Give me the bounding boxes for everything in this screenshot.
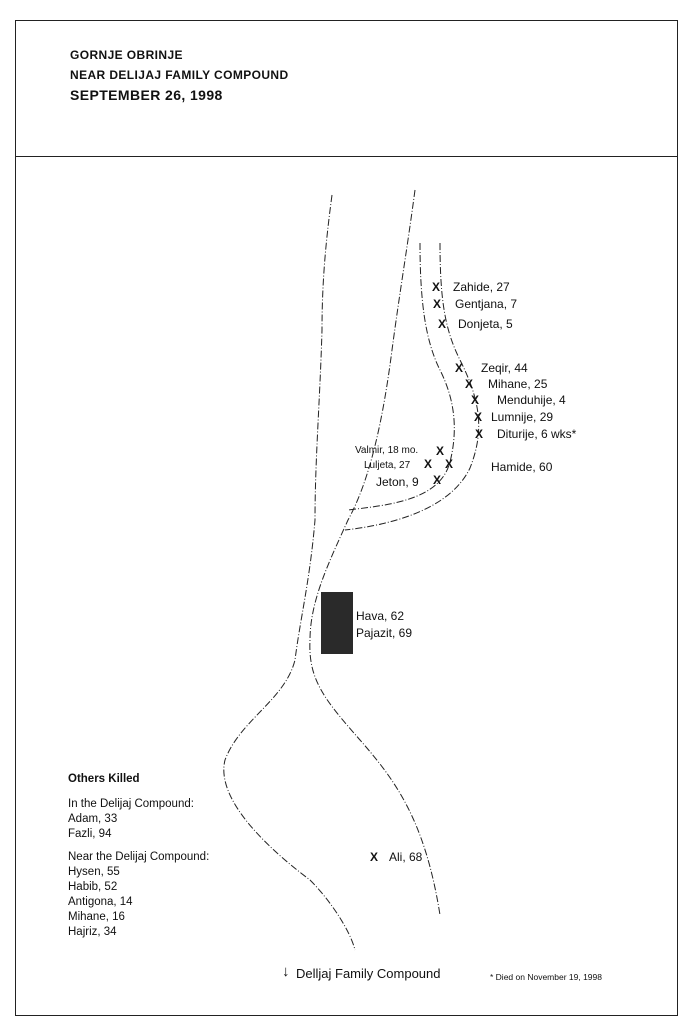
path-inner-inner-edge	[344, 242, 480, 531]
victim-label-ali: Ali, 68	[389, 850, 423, 864]
victim-label-hava: Hava, 62	[356, 609, 405, 623]
compound-direction-label: Delljaj Family Compound	[296, 966, 441, 981]
victim-label-zahide: Zahide, 27	[453, 280, 510, 294]
victim-label-gentjana: Gentjana, 7	[455, 297, 518, 311]
victim-marker-ali: X	[370, 850, 379, 864]
victim-marker-valmir: X	[436, 444, 445, 458]
victim-label-mihane: Mihane, 25	[488, 377, 548, 391]
victim-marker-gentjana: X	[433, 297, 442, 311]
map-header: GORNJE OBRINJE NEAR DELIJAJ FAMILY COMPO…	[70, 45, 289, 105]
victim-marker-mihane: X	[465, 377, 474, 391]
road-outer-left-edge	[223, 194, 356, 951]
victim-marker-hamide: X	[445, 457, 454, 471]
victim-marker-diturije: X	[475, 427, 484, 441]
date-title: SEPTEMBER 26, 1998	[70, 87, 223, 103]
footnote: * Died on November 19, 1998	[490, 972, 602, 982]
victim-label-hamide: Hamide, 60	[491, 460, 553, 474]
victim-marker-donjeta: X	[438, 317, 447, 331]
list-item: Mihane, 16	[68, 911, 125, 923]
victim-label-valmir: Valmir, 18 mo.	[355, 445, 419, 456]
others-killed-title: Others Killed	[68, 773, 140, 785]
list-item: Habib, 52	[68, 881, 118, 893]
header-divider	[15, 156, 678, 157]
road-outer-right-edge	[309, 189, 441, 916]
victim-label-pajazit: Pajazit, 69	[356, 626, 413, 640]
victim-label-lumnije: Lumnije, 29	[491, 410, 554, 424]
list-item: Antigona, 14	[68, 896, 133, 908]
near-compound-title: Near the Delijaj Compound:	[68, 851, 210, 863]
victim-marker-zeqir: X	[455, 361, 464, 375]
house-block	[321, 592, 353, 654]
list-item: Adam, 33	[68, 813, 118, 825]
victim-label-donjeta: Donjeta, 5	[458, 317, 513, 331]
victim-marker-zahide: X	[432, 280, 441, 294]
list-item: Hysen, 55	[68, 866, 120, 878]
victim-label-zeqir: Zeqir, 44	[481, 361, 528, 375]
victim-marker-jeton: X	[433, 473, 442, 487]
victim-label-diturije: Diturije, 6 wks*	[497, 427, 577, 441]
location-title: GORNJE OBRINJE	[70, 48, 183, 62]
path-inner-outer-edge	[347, 242, 455, 511]
location-subtitle: NEAR DELIJAJ FAMILY COMPOUND	[70, 68, 289, 82]
victim-label-menduhije: Menduhije, 4	[497, 393, 566, 407]
arrow-down-icon: ↓	[282, 963, 290, 980]
victim-marker-menduhije: X	[471, 393, 480, 407]
victim-marker-luljeta: X	[424, 457, 433, 471]
in-compound-title: In the Delijaj Compound:	[68, 798, 194, 810]
list-item: Fazli, 94	[68, 828, 112, 840]
victim-label-luljeta: Luljeta, 27	[364, 460, 411, 471]
others-killed-list: Others Killed In the Delijaj Compound: A…	[68, 772, 209, 940]
map-frame	[15, 20, 678, 1016]
victim-label-jeton: Jeton, 9	[376, 475, 419, 489]
victim-marker-lumnije: X	[474, 410, 483, 424]
list-item: Hajriz, 34	[68, 926, 117, 938]
